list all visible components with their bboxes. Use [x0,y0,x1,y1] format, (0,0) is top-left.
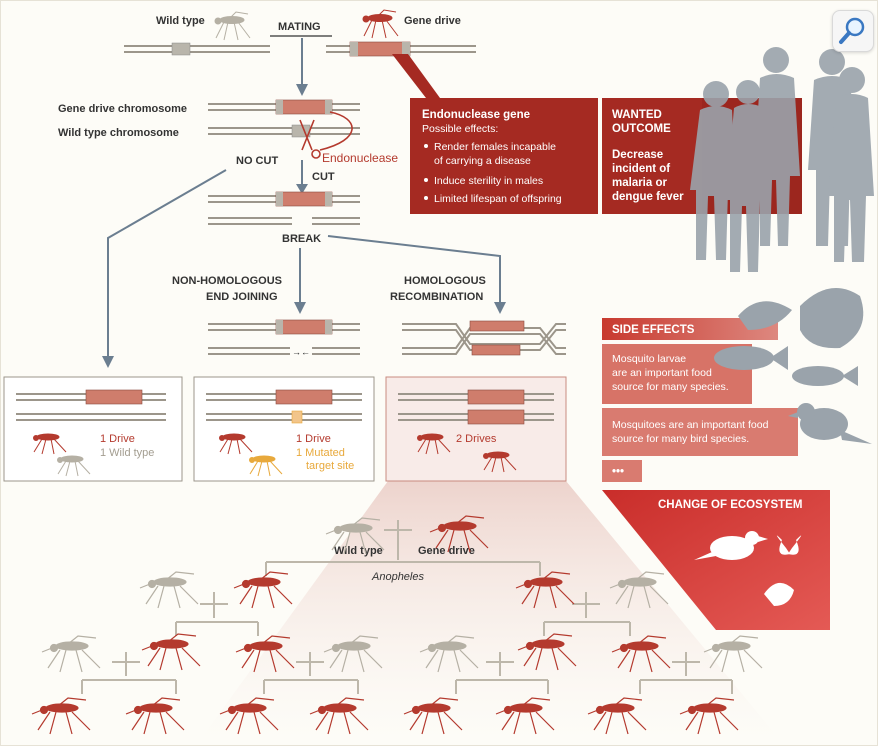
butterfly-white-icon [776,535,802,555]
outcome-box-no-cut: 1 Drive 1 Wild type [3,376,183,482]
drive-mosquito-icon [679,697,739,735]
paired-chromosomes [208,99,360,138]
wanted-outcome-text-3: malaria or [612,177,667,189]
scissors-icon [299,111,353,159]
frog-silhouette-icon [738,288,864,349]
box2-drive-text: 1 Drive [296,433,331,445]
fish-silhouette-icon [714,346,858,386]
wild-type-mosquito-top [214,11,251,41]
nhej-chromosomes: →← [208,319,360,357]
wild-type-mosquito-icon [41,635,101,673]
endonuclease-card-title: Endonuclease gene [422,109,530,121]
wild-type-mosquito-icon [139,571,199,609]
drive-mosquito-icon [125,697,185,735]
frog-white-icon [764,582,794,606]
mating-label: MATING [278,21,321,33]
outcome-box-nhej: 1 Drive 1 Mutated target site [193,376,375,482]
drive-mosquito-icon [495,697,555,735]
nhej-label-2: END JOINING [206,291,278,303]
side-effect-2-line-1: Mosquitoes are an important food [612,419,769,431]
box1-wild-text: 1 Wild type [100,447,154,459]
side-effect-1-line-3: source for many species. [612,381,729,393]
wild-type-mosquito-icon [325,517,385,555]
outcome-box-hr: 2 Drives [385,376,567,482]
hr-label-2: RECOMBINATION [390,291,483,303]
top-wild-type-label: Wild type [156,15,205,27]
drive-mosquito-icon [515,571,575,609]
gene-drive-mosquito-top [362,9,399,39]
ecosystem-title: CHANGE OF ECOSYSTEM [658,499,802,511]
wild-type-mosquito-icon [703,635,763,673]
side-effects-panel: SIDE EFFECTS Mosquito larvae are an impo… [602,318,798,482]
drive-mosquito-icon [587,697,647,735]
svg-text:→←: →← [292,347,310,357]
endonuclease-card: Endonuclease gene Possible effects: Rend… [410,98,598,214]
hr-label-1: HOMOLOGOUS [404,275,486,287]
side-effect-1-line-2: are an important food [612,367,712,379]
zoom-button[interactable] [832,10,874,52]
wanted-outcome-text-4: dengue fever [612,191,684,203]
tree-species-label: Anopheles [371,571,424,583]
funnel-shading [200,481,780,740]
endonuclease-card-subtitle: Possible effects: [422,123,498,135]
box2-mutated-text: 1 Mutated [296,447,345,459]
wanted-outcome-title-1: WANTED [612,109,662,121]
box3-drives-text: 2 Drives [456,433,497,445]
top-gene-drive-label: Gene drive [404,15,461,27]
drive-mosquito-icon [403,697,463,735]
side-effect-2-line-2: source for many bird species. [612,433,749,445]
side-effects-title: SIDE EFFECTS [612,324,695,336]
drive-mosquito-icon [233,571,293,609]
drive-mosquito-icon [429,515,489,553]
side-effect-1-line-1: Mosquito larvae [612,353,686,365]
drive-mosquito-icon [309,697,369,735]
nhej-label-1: NON-HOMOLOGOUS [172,275,282,287]
effect-2: Induce sterility in males [434,175,543,187]
drive-mosquito-icon [611,635,671,673]
wanted-outcome-text-2: incident of [612,163,670,175]
drive-mosquito-icon [517,633,577,671]
tree-mosquitoes [31,515,763,735]
tree-gene-drive-label: Gene drive [418,545,475,557]
magnifier-icon [839,17,865,44]
drive-mosquito-icon [31,697,91,735]
effect-3: Limited lifespan of offspring [434,193,562,205]
box2-target-text: target site [306,460,354,472]
gene-drive-chromosome-top [326,41,476,57]
effect-1-line-2: of carrying a disease [434,155,531,167]
wild-type-mosquito-icon [419,635,479,673]
drive-mosquito-icon [219,697,279,735]
no-cut-label: NO CUT [236,155,278,167]
effect-1-line-1: Render females incapable [434,141,556,153]
bird-silhouette-icon [788,403,872,444]
endonuclease-label: Endonuclease [322,151,398,165]
cut-chromosomes [208,191,360,225]
bird-white-icon [694,531,768,560]
cut-label: CUT [312,171,335,183]
inheritance-tree [81,520,733,694]
wild-type-chromosome-label: Wild type chromosome [58,127,179,139]
hr-chromosomes [402,320,566,356]
wanted-outcome-title-2: OUTCOME [612,123,671,135]
change-of-ecosystem-panel: CHANGE OF ECOSYSTEM [602,490,830,630]
drive-mosquito-icon [141,633,201,671]
wanted-outcome-text-1: Decrease [612,149,663,161]
wild-type-mosquito-icon [323,635,383,673]
side-effects-more: ••• [612,466,624,478]
people-silhouette-icon [690,47,874,272]
box1-drive-text: 1 Drive [100,433,135,445]
wild-type-chromosome-top [124,42,270,56]
wild-type-mosquito-icon [609,571,669,609]
gene-drive-chromosome-label: Gene drive chromosome [58,103,187,115]
tree-wild-type-label: Wild type [334,545,383,557]
drive-mosquito-icon [235,635,295,673]
break-label: BREAK [282,233,321,245]
